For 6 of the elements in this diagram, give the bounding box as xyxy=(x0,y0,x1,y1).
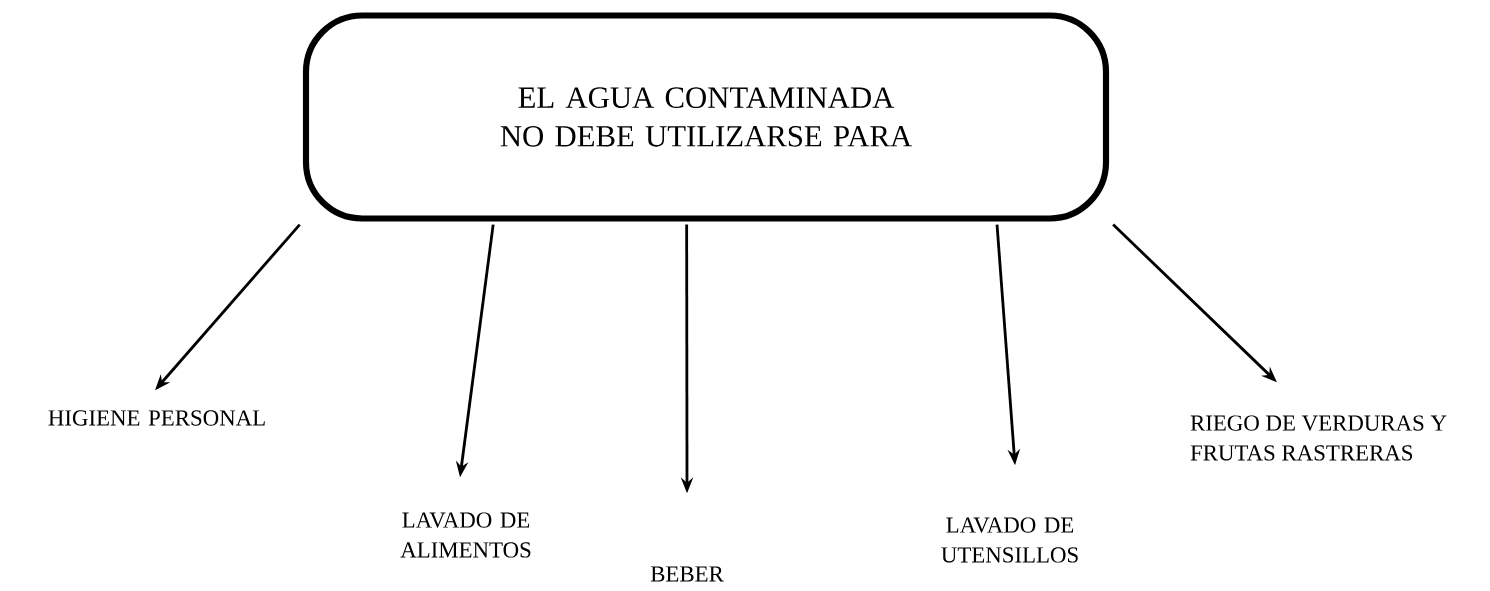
item-label: RIEGO DE VERDURAS Y FRUTAS RASTRERAS xyxy=(1190,415,1447,461)
item-label: LAVADO DE UTENSILLOS xyxy=(941,517,1078,563)
item-label: HIGIENE PERSONAL xyxy=(48,410,265,426)
item-label: BEBER xyxy=(650,566,724,582)
rounded-box: EL AGUA CONTAMINADA NO DEBE UTILIZARSE PARA xyxy=(302,12,1110,222)
item-label: LAVADO DE ALIMENTOS xyxy=(400,512,531,558)
